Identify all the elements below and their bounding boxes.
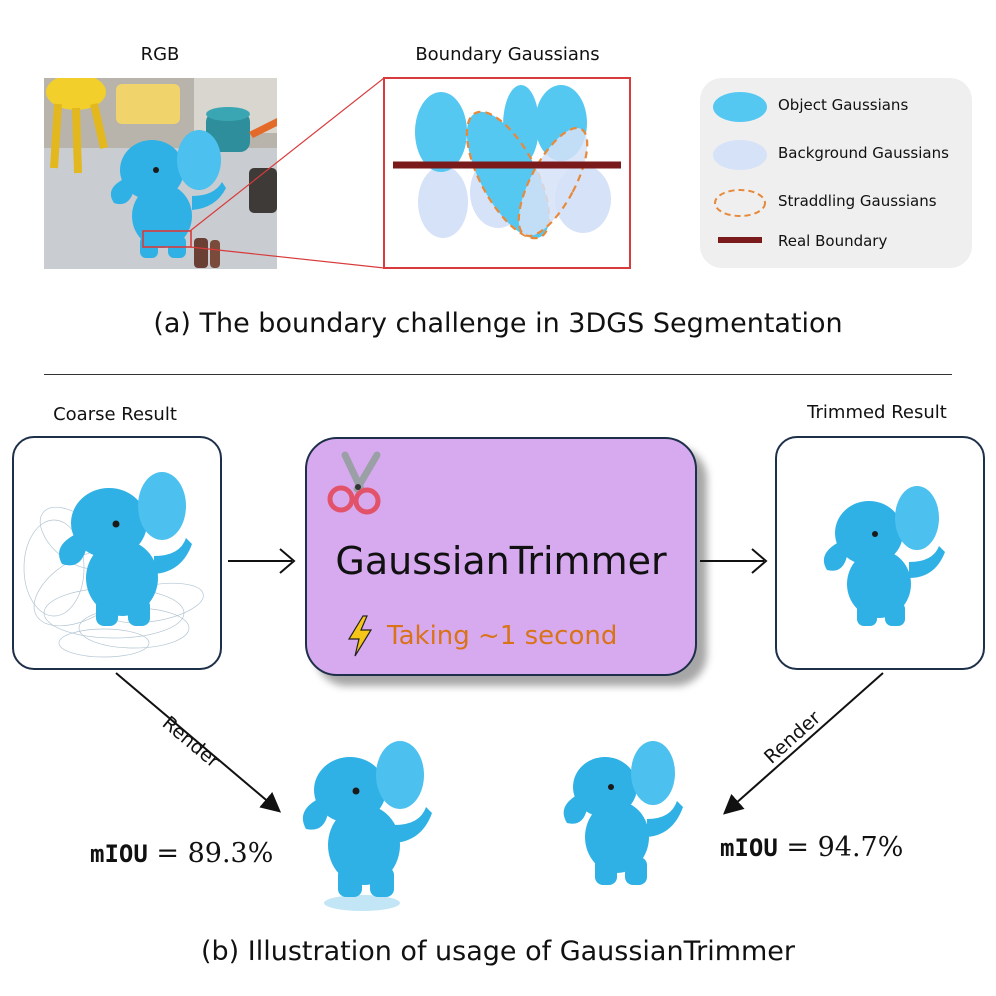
legend-item-background: Background Gaussians: [700, 134, 972, 174]
teal-can: [206, 112, 250, 152]
legend-item-straddling: Straddling Gaussians: [700, 182, 972, 222]
miou-left-value: = 89.3%: [156, 838, 274, 869]
zoom-box: [142, 230, 192, 248]
section-divider: [44, 374, 952, 375]
background-gaussian: [418, 166, 468, 238]
trimmed-result-frame: [775, 436, 985, 670]
boundary-gaussians-title: Boundary Gaussians: [415, 44, 600, 65]
trimmed-result-label: Trimmed Result: [807, 402, 947, 423]
render-arrow-right: [723, 672, 884, 815]
background-gaussian-icon: [713, 140, 767, 170]
gaussian-trimmer-box: GaussianTrimmer Taking ~1 second: [305, 437, 697, 676]
real-boundary-icon: [718, 237, 762, 243]
arrow-trimmer-to-trimmed: [700, 548, 768, 574]
straddling-gaussian-icon: [714, 189, 766, 217]
rgb-label: RGB: [140, 44, 180, 65]
lightning-icon: [347, 615, 373, 657]
miou-symbol: mIOU: [90, 840, 148, 868]
miou-right: mIOU = 94.7%: [720, 832, 903, 863]
rendered-trimmed-elephant: [563, 741, 683, 885]
trimmed-elephant: [823, 486, 945, 626]
coarse-result-frame: [12, 436, 222, 670]
yellow-box: [116, 84, 180, 124]
coarse-elephant: [23, 472, 204, 658]
legend-item-object: Object Gaussians: [700, 86, 972, 126]
legend-label: Real Boundary: [778, 232, 888, 250]
scissors-icon: [327, 451, 381, 515]
caption-b: (b) Illustration of usage of GaussianTri…: [200, 936, 796, 967]
rgb-photo: [44, 78, 277, 269]
miou-right-value: = 94.7%: [786, 832, 904, 863]
legend-label: Background Gaussians: [778, 144, 949, 162]
caption-a: (a) The boundary challenge in 3DGS Segme…: [153, 308, 843, 339]
trimmer-subtitle: Taking ~1 second: [387, 621, 618, 651]
zoom-connectors: [189, 77, 385, 269]
rgb-elephant: [110, 130, 226, 258]
render-arrow-left: [115, 672, 282, 813]
trimmer-title: GaussianTrimmer: [335, 539, 667, 583]
object-gaussian: [415, 92, 467, 172]
object-gaussian-icon: [713, 92, 767, 122]
coarse-result-label: Coarse Result: [53, 404, 177, 425]
miou-symbol: mIOU: [720, 834, 778, 862]
miou-left: mIOU = 89.3%: [90, 838, 273, 869]
legend: Object Gaussians Background Gaussians St…: [700, 78, 972, 268]
rendered-coarse-elephant: [302, 741, 432, 911]
arrow-coarse-to-trimmer: [228, 548, 296, 574]
legend-label: Straddling Gaussians: [778, 192, 937, 210]
legend-item-boundary: Real Boundary: [700, 222, 972, 262]
yellow-toy: [46, 78, 106, 110]
boundary-gaussians-panel: [383, 77, 631, 269]
legend-label: Object Gaussians: [778, 96, 909, 114]
